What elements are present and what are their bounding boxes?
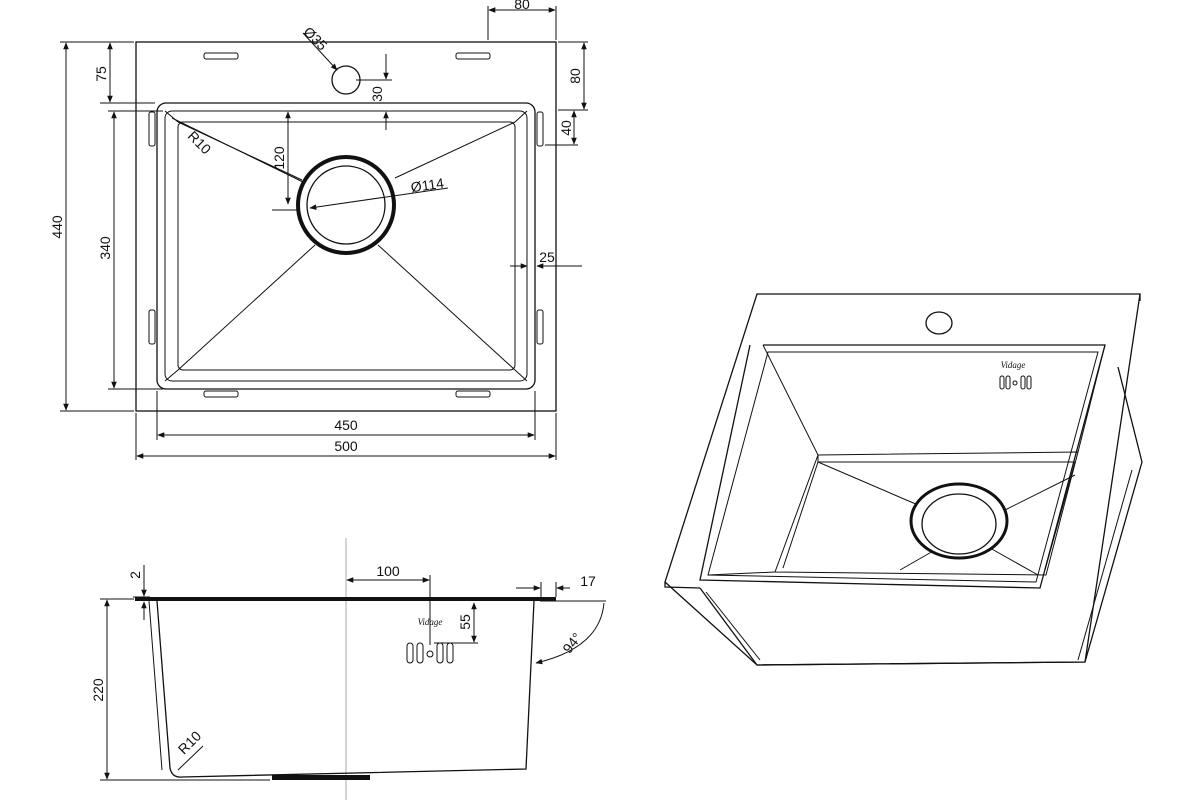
iso-drain-outer <box>909 482 1009 560</box>
mounting-clip <box>536 111 544 147</box>
dim-section-depth: 220 <box>90 678 106 702</box>
bowl-profile <box>156 600 535 778</box>
dim-drain-from-edge: 120 <box>271 146 287 170</box>
iso-bowl-rim <box>699 344 1106 589</box>
isometric-view: Vidage <box>664 293 1143 666</box>
iso-bowl-floor <box>774 451 1079 576</box>
dim-rim-thickness: 2 <box>127 571 143 579</box>
dim-overall-width: 500 <box>334 438 358 454</box>
dim-rim-overhang: 17 <box>580 573 596 589</box>
dim-tap-to-bowl: 30 <box>369 86 385 102</box>
dim-tap-offset-right: 80 <box>514 0 530 12</box>
overflow-slots <box>406 642 454 664</box>
dim-logo-height: 55 <box>457 614 473 630</box>
dim-drain-clip-gap: 25 <box>539 249 555 265</box>
dim-tap-diameter: Ø35 <box>301 23 331 53</box>
rim-top <box>135 597 556 601</box>
dim-wall-angle: 94° <box>559 630 585 657</box>
dim-corner-radius: R10 <box>185 128 215 158</box>
mounting-clip <box>455 390 491 398</box>
dim-bowl-width: 450 <box>334 417 358 433</box>
bowl-floor <box>177 121 516 371</box>
dim-drain-offset: 100 <box>376 563 400 579</box>
dim-bowl-offset-right: 40 <box>558 120 574 136</box>
mounting-clip <box>536 309 544 345</box>
bowl-inner-rim <box>164 110 528 382</box>
mounting-clip <box>203 52 239 60</box>
mounting-clip <box>148 309 156 345</box>
dim-bottom-radius: R10 <box>175 728 205 758</box>
mounting-clip <box>455 52 491 60</box>
dim-drain-diameter: Ø114 <box>410 175 445 195</box>
dim-bowl-depth: 340 <box>97 236 113 260</box>
dim-tap-from-top: 80 <box>567 68 583 84</box>
mounting-clip <box>203 390 239 398</box>
iso-drain-inner <box>921 493 997 555</box>
iso-tap-hole <box>925 311 953 335</box>
drain-stub <box>272 775 370 780</box>
dim-overall-depth: 440 <box>49 215 65 239</box>
mounting-clip <box>148 111 156 147</box>
deck-outline <box>135 41 557 412</box>
drain-outer-ring <box>296 155 396 255</box>
section-view: Vidage 2 220 100 55 17 94° R10 <box>90 538 606 800</box>
drain-inner-ring <box>306 165 386 245</box>
plan-view: 500 450 440 75 340 80 80 40 <box>49 0 588 460</box>
dim-top-margin: 75 <box>93 66 109 82</box>
tap-hole <box>331 65 361 95</box>
iso-overflow-slots <box>999 375 1032 390</box>
bowl-outer-rim <box>156 102 536 390</box>
brand-mark-isometric: Vidage <box>1001 360 1026 370</box>
iso-outer-walls <box>699 366 1143 666</box>
